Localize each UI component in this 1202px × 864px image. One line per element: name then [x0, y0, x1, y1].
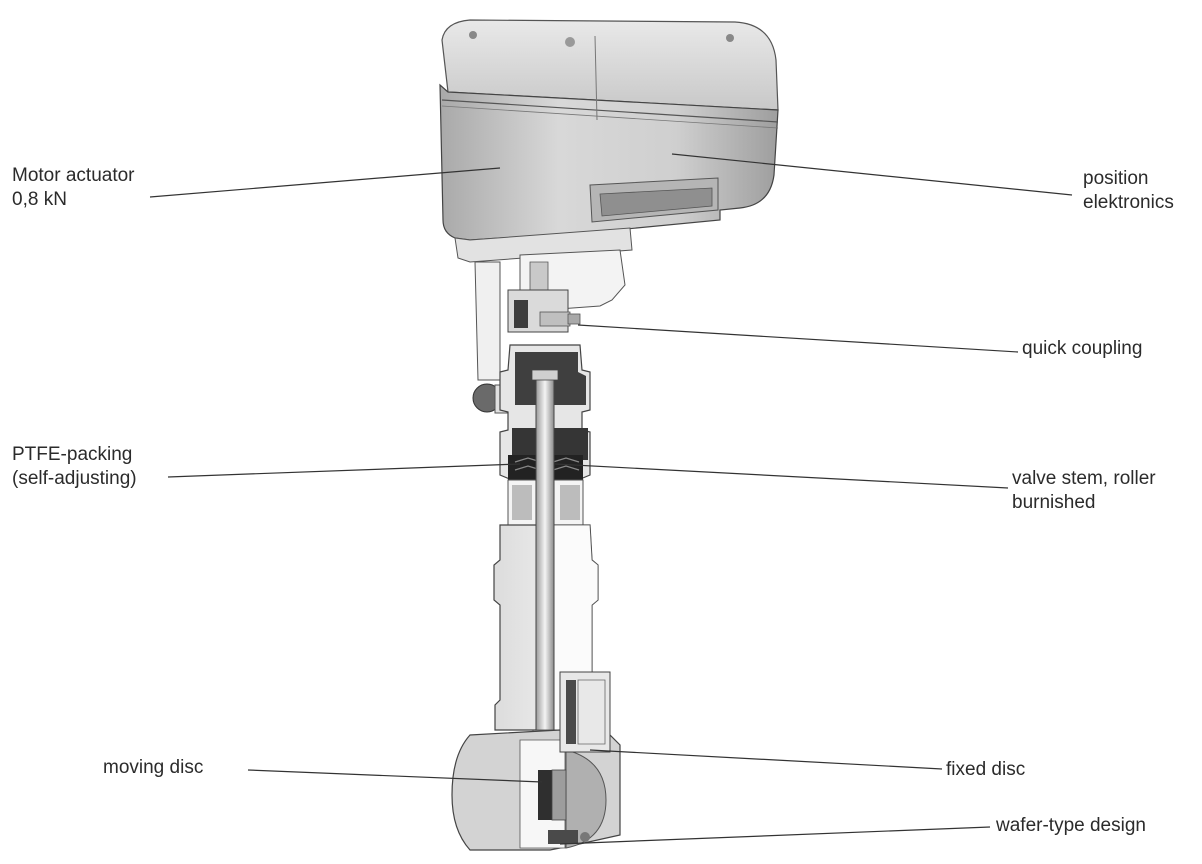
label-wafer-type: wafer-type design — [996, 814, 1146, 838]
label-ptfe-packing-line1: PTFE-packing — [12, 444, 133, 465]
leader-valve-stem — [554, 463, 1009, 489]
label-position-electronics-line2: elektronics — [1083, 192, 1174, 213]
label-position-electronics: position elektronics — [1083, 167, 1174, 215]
label-quick-coupling: quick coupling — [1022, 337, 1142, 361]
leader-position-electronics — [671, 153, 1073, 196]
label-valve-stem-line2: burnished — [1012, 492, 1096, 513]
leader-fixed-disc — [589, 749, 943, 770]
label-fixed-disc-line1: fixed disc — [946, 759, 1026, 780]
label-motor-actuator-line2: 0,8 kN — [12, 189, 67, 210]
valve-stem — [531, 369, 559, 751]
label-wafer-type-line1: wafer-type design — [996, 815, 1146, 836]
label-motor-actuator-line1: Motor actuator — [12, 165, 135, 186]
label-ptfe-packing-line2: (self-adjusting) — [12, 468, 137, 489]
label-quick-coupling-line1: quick coupling — [1022, 338, 1143, 359]
leader-lines — [149, 153, 1073, 845]
label-ptfe-packing: PTFE-packing (self-adjusting) — [12, 443, 137, 491]
label-position-electronics-line1: position — [1083, 168, 1149, 189]
label-valve-stem: valve stem, roller burnished — [1012, 467, 1156, 515]
label-fixed-disc: fixed disc — [946, 758, 1025, 782]
leader-wafer-type — [559, 826, 991, 845]
leader-motor-actuator — [149, 167, 501, 198]
label-motor-actuator: Motor actuator 0,8 kN — [12, 164, 135, 212]
leader-moving-disc — [247, 769, 543, 783]
leader-ptfe-packing — [167, 463, 521, 478]
motor-actuator-housing — [439, 19, 779, 263]
leader-quick-coupling — [577, 324, 1019, 353]
label-moving-disc: moving disc — [103, 756, 203, 780]
label-valve-stem-line1: valve stem, roller — [1012, 468, 1156, 489]
label-moving-disc-line1: moving disc — [103, 757, 204, 778]
